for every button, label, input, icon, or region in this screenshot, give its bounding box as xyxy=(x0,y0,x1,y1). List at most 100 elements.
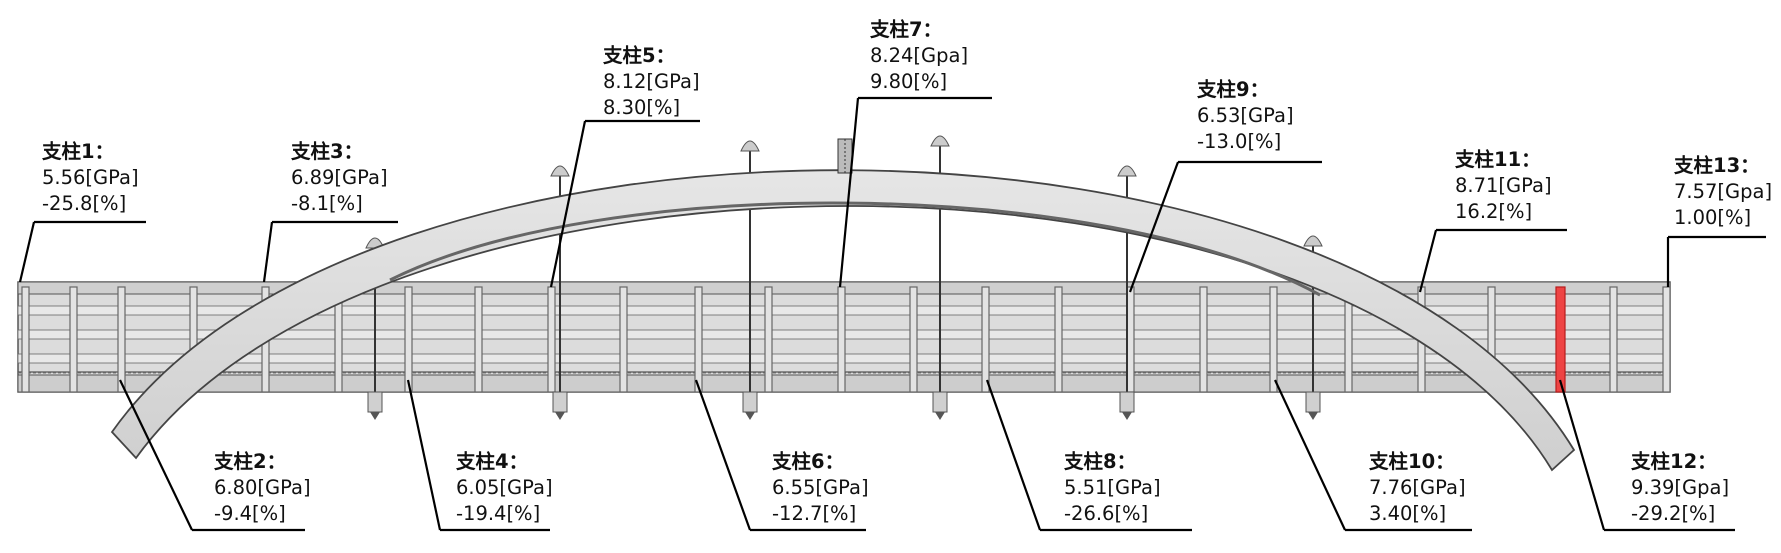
deck-posts xyxy=(21,286,1671,393)
hanger-anchor xyxy=(550,165,570,177)
bearing-block xyxy=(1305,391,1321,413)
support-change: 3.40[%] xyxy=(1369,502,1446,525)
support-label-7: 支柱7： 8.24[Gpa] 9.80[%] xyxy=(869,18,968,93)
bearing-tip xyxy=(370,412,380,420)
deck-post xyxy=(1609,286,1618,393)
hanger-anchor xyxy=(1117,165,1137,177)
support-title: 支柱9： xyxy=(1196,78,1269,101)
support-title: 支柱1： xyxy=(41,140,114,163)
leader-line xyxy=(1558,379,1606,531)
bearing-block xyxy=(367,391,383,413)
hanger-anchor xyxy=(740,140,760,152)
deck-post xyxy=(1662,286,1671,393)
support-modulus: 6.53[GPa] xyxy=(1197,104,1294,127)
bearing-tip xyxy=(1122,412,1132,420)
support-modulus: 7.76[GPa] xyxy=(1369,476,1466,499)
support-label-5: 支柱5： 8.12[GPa] 8.30[%] xyxy=(602,44,700,119)
leader-line xyxy=(985,379,1042,531)
leader-line xyxy=(549,120,587,288)
support-title: 支柱10： xyxy=(1368,450,1455,473)
support-title: 支柱12： xyxy=(1630,450,1717,473)
support-modulus: 5.56[GPa] xyxy=(42,166,139,189)
support-change: 8.30[%] xyxy=(603,96,680,119)
support-change: 1.00[%] xyxy=(1674,206,1751,229)
leader-line xyxy=(262,221,274,283)
bearing-block xyxy=(552,391,568,413)
leader-line xyxy=(406,379,442,531)
deck-post xyxy=(1269,286,1278,393)
support-label-12: 支柱12： 9.39[Gpa] -29.2[%] xyxy=(1630,450,1729,525)
deck-post xyxy=(1054,286,1063,393)
support-change: -13.0[%] xyxy=(1197,130,1281,153)
support-label-3: 支柱3： 6.89[GPa] -8.1[%] xyxy=(290,140,388,215)
support-label-13: 支柱13： 7.57[Gpa] 1.00[%] xyxy=(1673,154,1772,229)
support-change: -26.6[%] xyxy=(1064,502,1148,525)
support-title: 支柱13： xyxy=(1673,154,1760,177)
support-modulus: 8.12[GPa] xyxy=(603,70,700,93)
support-change: -25.8[%] xyxy=(42,192,126,215)
support-change: 9.80[%] xyxy=(870,70,947,93)
leader-line xyxy=(18,221,36,283)
bearing-block xyxy=(1119,391,1135,413)
label-leaders xyxy=(18,96,1766,532)
leader-line xyxy=(1418,229,1438,293)
deck-post xyxy=(619,286,628,393)
deck-post xyxy=(837,286,846,393)
support-title: 支柱2： xyxy=(213,450,286,473)
deck-post xyxy=(764,286,773,393)
deck-post xyxy=(21,286,30,393)
deck-post xyxy=(547,286,556,393)
support-modulus: 7.57[Gpa] xyxy=(1674,180,1772,203)
leader-line xyxy=(1128,161,1180,293)
leader-line xyxy=(1274,379,1346,531)
support-modulus: 9.39[Gpa] xyxy=(1631,476,1729,499)
support-title: 支柱8： xyxy=(1063,450,1136,473)
deck-post xyxy=(404,286,413,393)
support-label-11: 支柱11： 8.71[GPa] 16.2[%] xyxy=(1454,148,1552,223)
support-label-8: 支柱8： 5.51[GPa] -26.6[%] xyxy=(1063,450,1161,525)
leader-line xyxy=(119,379,193,531)
hanger-anchor xyxy=(1303,235,1323,247)
bearing-block xyxy=(932,391,948,413)
support-label-10: 支柱10： 7.76[GPa] 3.40[%] xyxy=(1368,450,1466,525)
support-change: -8.1[%] xyxy=(291,192,363,215)
support-change: 16.2[%] xyxy=(1455,200,1532,223)
deck-post xyxy=(1126,286,1135,393)
support-change: -12.7[%] xyxy=(772,502,856,525)
support-labels: 支柱1： 5.56[GPa] -25.8[%] 支柱2： 6.80[GPa] -… xyxy=(41,18,1772,525)
deck-bearings xyxy=(367,391,1321,420)
support-title: 支柱5： xyxy=(602,44,675,67)
support-modulus: 8.71[GPa] xyxy=(1455,174,1552,197)
deck-post xyxy=(474,286,483,393)
support-title: 支柱3： xyxy=(290,140,363,163)
hanger-anchor xyxy=(930,135,950,147)
support-title: 支柱7： xyxy=(869,18,942,41)
support-title: 支柱11： xyxy=(1454,148,1541,171)
deck-post xyxy=(981,286,990,393)
deck-post xyxy=(1199,286,1208,393)
highlighted-post-12 xyxy=(1555,286,1566,393)
support-title: 支柱6： xyxy=(771,450,844,473)
bearing-tip xyxy=(1308,412,1318,420)
support-modulus: 6.80[GPa] xyxy=(214,476,311,499)
leader-line xyxy=(694,379,752,531)
support-modulus: 6.05[GPa] xyxy=(456,476,553,499)
bearing-tip xyxy=(745,412,755,420)
deck-post xyxy=(694,286,703,393)
arch-splice-joint xyxy=(837,138,853,174)
support-label-9: 支柱9： 6.53[GPa] -13.0[%] xyxy=(1196,78,1294,153)
support-modulus: 6.89[GPa] xyxy=(291,166,388,189)
support-label-6: 支柱6： 6.55[GPa] -12.7[%] xyxy=(771,450,869,525)
bridge-arch xyxy=(110,138,1576,472)
support-change: -9.4[%] xyxy=(214,502,286,525)
deck-post xyxy=(909,286,918,393)
support-label-2: 支柱2： 6.80[GPa] -9.4[%] xyxy=(213,450,311,525)
support-modulus: 6.55[GPa] xyxy=(772,476,869,499)
support-label-1: 支柱1： 5.56[GPa] -25.8[%] xyxy=(41,140,139,215)
bearing-tip xyxy=(555,412,565,420)
support-modulus: 8.24[Gpa] xyxy=(870,44,968,67)
support-title: 支柱4： xyxy=(455,450,528,473)
support-change: -29.2[%] xyxy=(1631,502,1715,525)
support-label-4: 支柱4： 6.05[GPa] -19.4[%] xyxy=(455,450,553,525)
